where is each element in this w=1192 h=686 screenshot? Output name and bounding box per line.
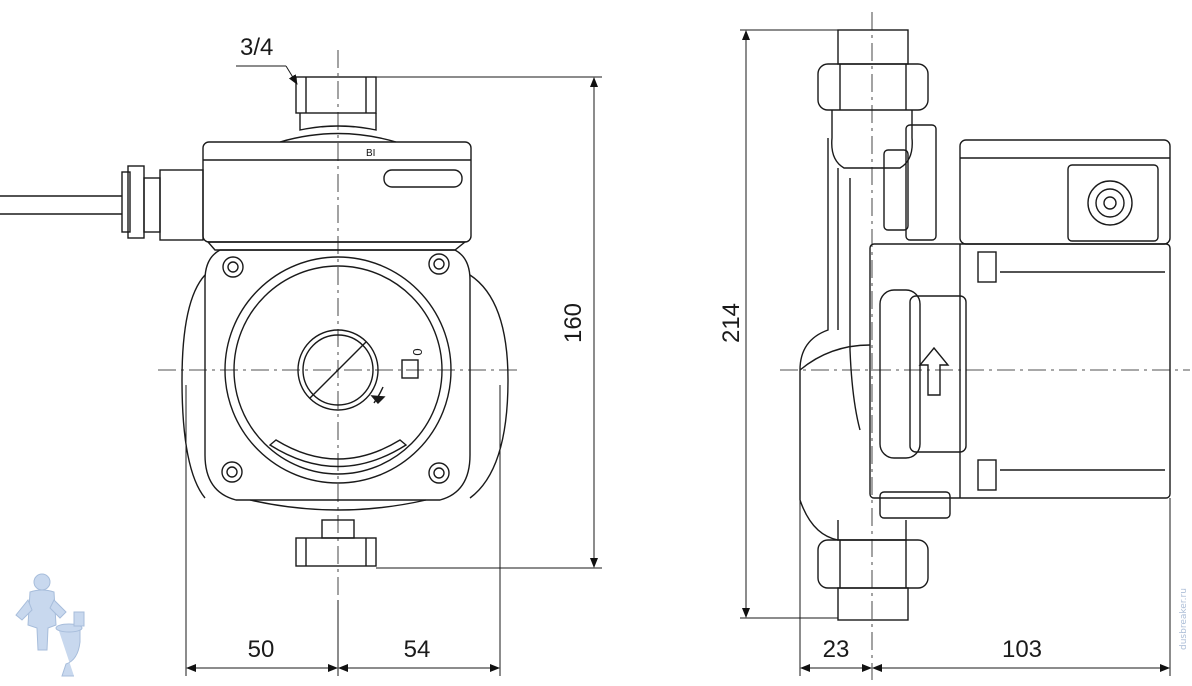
plumber-with-toilet-icon bbox=[15, 573, 85, 677]
screw-bottom-right bbox=[428, 462, 450, 484]
dim-bottom-side bbox=[799, 498, 1171, 676]
cable-gland bbox=[0, 165, 204, 241]
speed-marker-label: 0 bbox=[410, 348, 425, 355]
dim-bottom-front bbox=[185, 385, 501, 676]
side-body bbox=[799, 138, 871, 541]
top-connector bbox=[295, 76, 377, 131]
side-terminal-box bbox=[883, 124, 1171, 245]
screw-top-left bbox=[222, 256, 244, 278]
height-214-label: 214 bbox=[718, 303, 745, 343]
thread-size-label: 3/4 bbox=[240, 34, 273, 61]
side-top-nut bbox=[817, 29, 929, 169]
offset-50-label: 50 bbox=[248, 636, 275, 663]
bottom-connector bbox=[295, 519, 377, 567]
screw-top-right bbox=[428, 253, 450, 275]
front-view: BI bbox=[0, 50, 602, 676]
offset-23-label: 23 bbox=[823, 636, 850, 663]
side-motor bbox=[869, 243, 1171, 519]
side-bottom-nut bbox=[817, 520, 929, 621]
offset-103-label: 103 bbox=[1002, 636, 1042, 663]
dim-214 bbox=[740, 29, 838, 619]
side-view bbox=[740, 12, 1190, 680]
flow-arrow-icon bbox=[918, 346, 950, 396]
svg-text:BI: BI bbox=[366, 148, 375, 159]
terminal-box: BI bbox=[202, 132, 472, 251]
pump-body bbox=[181, 249, 509, 511]
thread-leader bbox=[236, 65, 298, 85]
speed-selector bbox=[401, 359, 419, 379]
screw-bottom-left bbox=[221, 461, 243, 483]
height-160-label: 160 bbox=[560, 303, 587, 343]
dim-160 bbox=[376, 76, 602, 569]
watermark-text: dusbreaker.ru bbox=[1179, 588, 1189, 650]
offset-54-label: 54 bbox=[404, 636, 431, 663]
